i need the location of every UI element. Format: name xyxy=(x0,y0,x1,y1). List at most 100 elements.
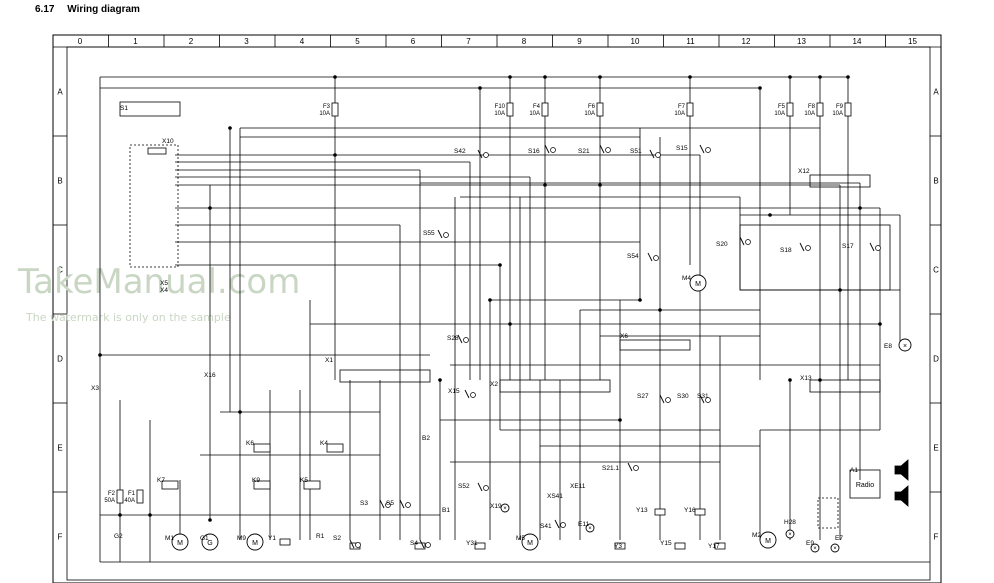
component-label: E9 xyxy=(806,540,814,547)
component-label: S21.1 xyxy=(602,465,619,472)
component-label: S54 xyxy=(627,253,639,260)
grid-row-label-left: B xyxy=(57,177,62,186)
junction-dot xyxy=(858,206,862,210)
component-label: K5 xyxy=(300,477,308,484)
component-label: K9 xyxy=(252,477,260,484)
switch-lamp xyxy=(705,397,711,403)
grid-row-label-right: E xyxy=(933,444,938,453)
switch-contact xyxy=(699,144,705,154)
component-label: X10 xyxy=(162,138,174,145)
component-label: S55 xyxy=(423,230,435,237)
junction-dot xyxy=(878,322,882,326)
component-label: S16 xyxy=(528,148,540,155)
fuse-label: F4 xyxy=(533,104,541,110)
component-label: K4 xyxy=(320,440,328,447)
page-title: Wiring diagram xyxy=(67,4,140,15)
component-label: S2 xyxy=(333,535,341,542)
switch-lamp xyxy=(470,392,476,398)
junction-dot xyxy=(488,298,492,302)
relay-coil xyxy=(253,480,271,490)
switch-lamp xyxy=(463,337,469,343)
component-label: A1 xyxy=(850,467,858,474)
grid-column-label: 11 xyxy=(686,37,695,46)
component-label: B2 xyxy=(422,435,430,442)
junction-dot xyxy=(543,75,547,79)
section-number: 6.17 xyxy=(35,4,55,15)
fuse-rating: 10A xyxy=(674,111,685,117)
fuse-label: F3 xyxy=(323,104,331,110)
relay-coil xyxy=(326,443,344,453)
page-heading: 6.17 Wiring diagram xyxy=(35,4,150,15)
junction-dot xyxy=(846,75,850,79)
fuse-symbol xyxy=(541,102,549,117)
watermark-logo: TakeManual.com xyxy=(17,262,300,302)
fuse-symbol xyxy=(136,489,144,504)
component-label: S30 xyxy=(677,393,689,400)
switch-lamp xyxy=(483,485,489,491)
switch-contact xyxy=(349,539,355,549)
vertical-wires xyxy=(99,77,901,562)
grid-column-label: 4 xyxy=(300,37,305,46)
grid-column-label: 5 xyxy=(355,37,360,46)
solenoid-symbol xyxy=(414,542,426,550)
fuse-label: F10 xyxy=(495,104,506,110)
grid-column-label: 1 xyxy=(133,37,138,46)
junction-dot xyxy=(333,75,337,79)
grid-row-label-left: A xyxy=(57,88,63,97)
component-label: K7 xyxy=(157,477,165,484)
switch-lamp xyxy=(875,245,881,251)
fuse-label: F5 xyxy=(778,104,786,110)
grid-column-label: 0 xyxy=(78,37,83,46)
motor-symbol-glyph: M xyxy=(527,540,533,547)
fuse-rating: 10A xyxy=(529,111,540,117)
component-label: XS41 xyxy=(547,493,563,500)
component-label: M1 xyxy=(165,535,174,542)
lamp-symbol-glyph: × xyxy=(503,506,507,512)
lamp-symbol-glyph: × xyxy=(903,343,907,350)
component-label: X19 xyxy=(490,503,502,510)
watermark-text: The watermark is only on the sample xyxy=(25,311,231,324)
component-label: X1 xyxy=(325,357,333,364)
lamp-symbol xyxy=(830,543,840,553)
switch-contact xyxy=(477,149,483,159)
solenoid-symbol xyxy=(694,508,706,516)
grid-column-label: 13 xyxy=(797,37,806,46)
switch-lamp xyxy=(355,542,361,548)
fuse-rating: 10A xyxy=(774,111,785,117)
component-label: Y3 xyxy=(614,543,622,550)
radio-label: Radio xyxy=(856,482,874,489)
junction-dot xyxy=(238,410,242,414)
motor-symbol-glyph: M xyxy=(177,540,183,547)
grid-column-label: 15 xyxy=(908,37,917,46)
component-label: X12 xyxy=(798,168,810,175)
switch-lamp xyxy=(665,397,671,403)
junction-dot xyxy=(618,418,622,422)
generator-symbol-glyph: G xyxy=(207,540,212,547)
switch-contact xyxy=(799,242,805,252)
component-label: S21 xyxy=(578,148,590,155)
fuse-label: F2 xyxy=(108,491,116,497)
grid-row-label-right: B xyxy=(933,177,938,186)
component-label: S51 xyxy=(630,148,642,155)
grid-row-label-left: E xyxy=(57,444,62,453)
component-label: S17 xyxy=(842,243,854,250)
lamp-symbol-glyph: × xyxy=(813,546,817,552)
component-label: E11 xyxy=(578,521,589,528)
fuse-label: F7 xyxy=(678,104,686,110)
component-label: K6 xyxy=(246,440,254,447)
junction-dot xyxy=(688,75,692,79)
junction-dot xyxy=(788,378,792,382)
fuse-rating: 50A xyxy=(104,498,115,504)
grid-row-label-right: F xyxy=(934,533,939,542)
fuse-rating: 10A xyxy=(319,111,330,117)
solenoid-symbol xyxy=(654,508,666,516)
switch-contact xyxy=(599,144,605,154)
component-label: M5 xyxy=(516,535,525,542)
component-label: X2 xyxy=(490,381,498,388)
grid-column-label: 3 xyxy=(244,37,249,46)
fuse-symbol xyxy=(116,489,124,504)
fuses: F310AF1010AF410AF610AF710AF510AF810AF910… xyxy=(104,102,852,504)
switch-contact xyxy=(437,229,443,239)
switch-lamp xyxy=(805,245,811,251)
